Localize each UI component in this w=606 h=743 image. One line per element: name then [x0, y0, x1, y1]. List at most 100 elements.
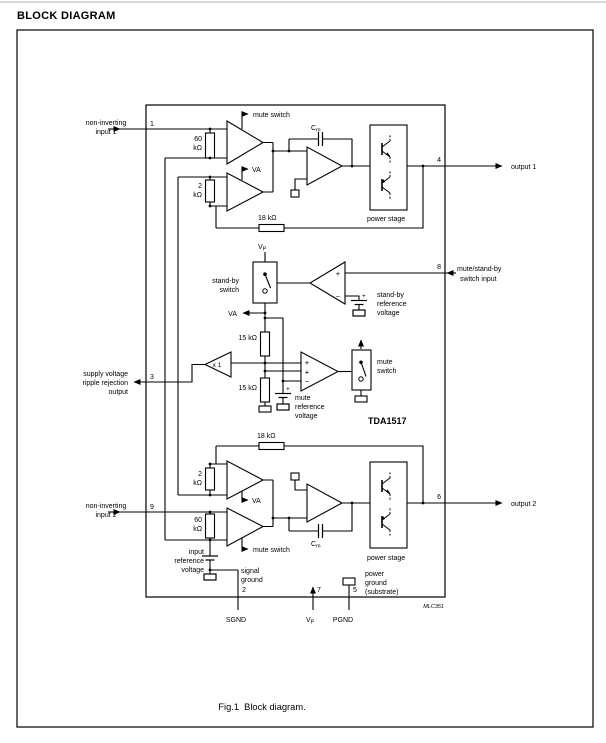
pin1-label-1: non-inverting	[86, 120, 127, 127]
resistor-60k-ch1	[204, 132, 216, 159]
pin8-number: 8	[437, 264, 441, 271]
wiring-channel2	[120, 445, 503, 610]
label-standby-ref-3: voltage	[377, 310, 400, 317]
power-stage-ch2	[369, 461, 408, 549]
pin9-label-1: non-inverting	[86, 503, 127, 510]
capacitor-cm-ch2	[317, 524, 324, 538]
ic-boundary	[145, 104, 446, 598]
pin2-label-2: ground	[241, 577, 263, 584]
opamp-power-ch2	[306, 483, 344, 523]
pin4-label: output 1	[511, 164, 536, 171]
label-standby-ref-1: stand-by	[377, 292, 404, 299]
capacitor-cm-ch1	[317, 132, 324, 146]
substrate-pad-pin5	[342, 577, 356, 586]
label-2k-ch1-value: 2	[198, 183, 202, 190]
pin3-label-3: output	[109, 389, 129, 396]
label-mute-switch-2: switch	[377, 368, 397, 375]
label-mute-ref-3: voltage	[295, 413, 318, 420]
label-va-mid: VA	[228, 311, 237, 318]
resistor-18k-ch2	[258, 441, 285, 451]
drawing-code: MLC351	[423, 604, 444, 610]
label-2k-ch1-unit: kΩ	[193, 192, 202, 199]
resistor-15k-lower	[259, 377, 271, 403]
opamp-power-ch1	[306, 146, 344, 186]
pin9-label-2: input 2	[95, 512, 116, 519]
pin2-number: 2	[242, 587, 246, 594]
resistor-60k-ch2	[204, 513, 216, 539]
pin7-name: VP	[306, 617, 315, 626]
label-input-ref-3: voltage	[181, 567, 204, 574]
mute-reference-battery	[275, 392, 291, 411]
standby-reference-battery	[351, 299, 367, 317]
muteamp-plus1-sign: +	[305, 358, 310, 367]
resistor-2k-ch1	[204, 179, 216, 203]
label-input-ref-1: input	[189, 549, 204, 556]
figure-caption: Fig.1 Block diagram.	[218, 702, 305, 712]
mute-switch	[351, 349, 372, 391]
label-input-ref-2: reference	[174, 558, 204, 565]
wiring-middle	[133, 252, 456, 406]
label-x1: x 1	[213, 362, 222, 369]
muteamp-plus2-sign: +	[305, 368, 310, 377]
power-stage-ch1	[369, 124, 408, 211]
page-title: BLOCK DIAGRAM	[17, 10, 116, 22]
pin5-label-2: ground	[365, 580, 387, 587]
label-mute-ref-2: reference	[295, 404, 325, 411]
label-mute-arrow-ch2: mute switch	[253, 547, 290, 554]
chip-name: TDA1517	[368, 416, 407, 426]
ref-stub-ch1	[290, 189, 300, 198]
label-standby-ref-2: reference	[377, 301, 407, 308]
pin5-label-3: (substrate)	[365, 589, 398, 596]
resistor-18k-ch1	[258, 223, 285, 233]
label-60k-ch2-value: 60	[194, 517, 202, 524]
label-15k-upper: 15 kΩ	[239, 335, 257, 342]
resistor-15k-upper	[259, 331, 271, 357]
pin6-label: output 2	[511, 501, 536, 508]
pin7-number: 7	[317, 587, 321, 594]
junction-dots	[208, 127, 425, 572]
label-15k-lower: 15 kΩ	[239, 385, 257, 392]
standby-battery-plus: +	[362, 293, 366, 300]
opamp-va-ch1	[226, 172, 265, 212]
ground-pad-15k	[258, 405, 272, 413]
label-2k-ch2-value: 2	[198, 471, 202, 478]
label-power-stage-ch2: power stage	[367, 555, 405, 562]
label-60k-ch1-unit: kΩ	[193, 145, 202, 152]
ref-stub-ch2	[290, 472, 300, 481]
pin5-label-1: power	[365, 571, 385, 578]
pin3-label-1: supply voltage	[83, 371, 128, 378]
label-cm-ch1: Cm	[311, 125, 321, 134]
pin8-label-1: mute/stand-by	[457, 266, 502, 273]
label-60k-ch2-unit: kΩ	[193, 526, 202, 533]
comparator-plus-sign: +	[336, 269, 341, 278]
label-60k-ch1-value: 60	[194, 136, 202, 143]
pin3-number: 3	[150, 374, 154, 381]
buffer-x1	[203, 351, 232, 378]
label-standby-switch-1: stand-by	[212, 278, 239, 285]
label-cm-ch2: Cm	[311, 541, 321, 550]
label-mute-ref-1: mute	[295, 395, 311, 402]
ground-pad-mute-switch	[354, 395, 368, 403]
label-vp-top: VP	[258, 244, 267, 253]
pin4-number: 4	[437, 157, 441, 164]
muteamp-minus-sign: −	[305, 377, 310, 386]
label-standby-switch-2: switch	[220, 287, 240, 294]
pin2-label-1: signal	[241, 568, 260, 575]
pin8-label-2: switch input	[460, 276, 497, 283]
pin3-label-2: ripple rejection	[82, 380, 128, 387]
pin6-number: 6	[437, 494, 441, 501]
pin1-number: 1	[150, 121, 154, 128]
opamp-input-ch2	[226, 507, 265, 547]
pin1-label-2: input 1	[95, 129, 116, 136]
opamp-mute	[300, 351, 340, 392]
pin5-number: 5	[353, 587, 357, 594]
pin9-number: 9	[150, 504, 154, 511]
label-va-ch1: VA	[252, 167, 261, 174]
label-18k-ch2: 18 kΩ	[257, 433, 275, 440]
opamp-va-ch2	[226, 460, 265, 500]
label-power-stage-ch1: power stage	[367, 216, 405, 223]
pin-arrows	[108, 111, 249, 552]
muteref-battery-plus: +	[286, 386, 290, 393]
